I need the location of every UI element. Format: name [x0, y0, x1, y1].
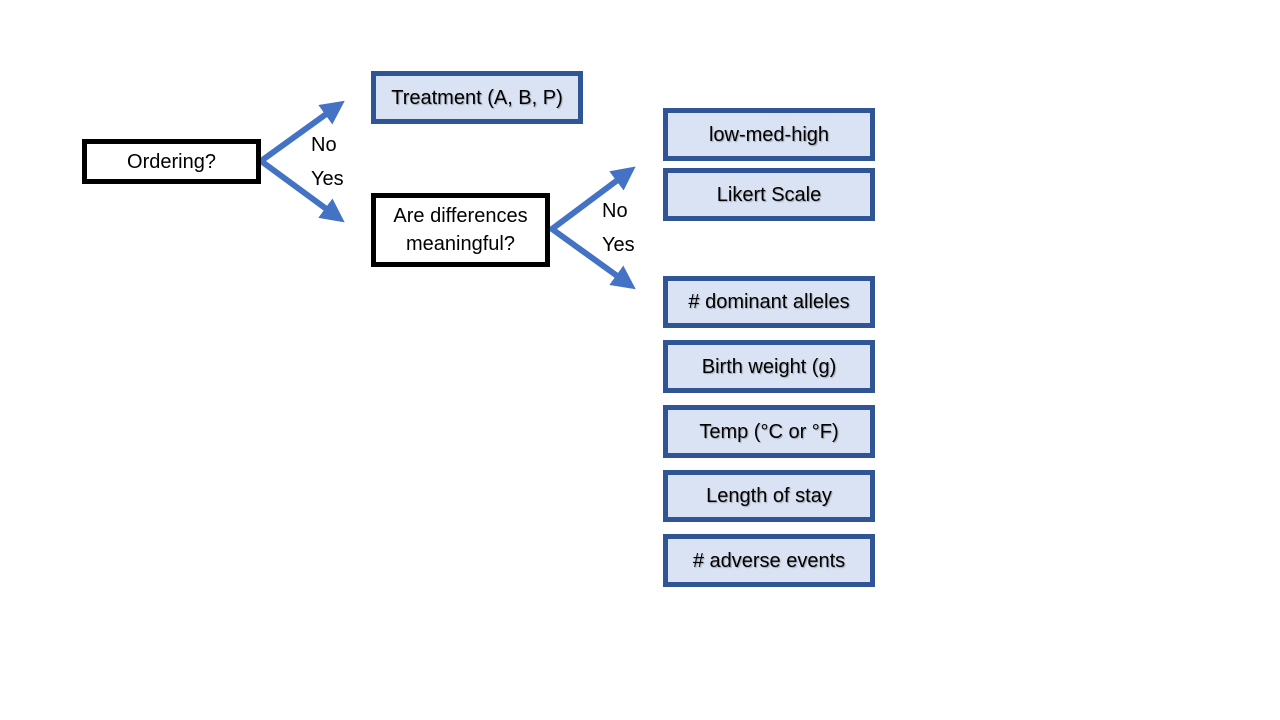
branch-label-ordering-no: No — [311, 134, 337, 156]
outcome-label: Birth weight (g) — [701, 355, 837, 378]
outcome-box-dominant-alleles: # dominant alleles — [663, 276, 875, 328]
outcome-box-low-med-high: low-med-high — [663, 108, 875, 161]
outcome-box-adverse-events: # adverse events — [663, 534, 875, 587]
outcome-label: Likert Scale — [716, 183, 822, 206]
outcome-box-birth-weight: Birth weight (g) — [663, 340, 875, 393]
outcome-label: low-med-high — [708, 123, 830, 146]
outcome-box-temp: Temp (°C or °F) — [663, 405, 875, 458]
outcome-label: Length of stay — [706, 485, 832, 507]
outcome-box-length-of-stay: Length of stay — [663, 470, 875, 522]
branch-label-meaningful-yes: Yes — [602, 234, 635, 256]
ordering-question-text: Ordering? — [127, 150, 216, 173]
outcome-label: # dominant alleles — [688, 291, 850, 313]
outcome-label: # adverse events — [692, 549, 846, 572]
meaningful-question-text: Are differences meaningful? — [393, 205, 528, 255]
meaningful-question-box: Are differences meaningful? — [371, 193, 550, 267]
ordering-question-box: Ordering? — [82, 139, 261, 184]
branch-label-ordering-yes: Yes — [311, 168, 344, 190]
branch-label-meaningful-no: No — [602, 200, 628, 222]
outcome-box-likert-scale: Likert Scale — [663, 168, 875, 221]
outcome-box-treatment: Treatment (A, B, P) — [371, 71, 583, 124]
outcome-label: Temp (°C or °F) — [699, 420, 839, 443]
outcome-label: Treatment (A, B, P) — [391, 86, 563, 109]
